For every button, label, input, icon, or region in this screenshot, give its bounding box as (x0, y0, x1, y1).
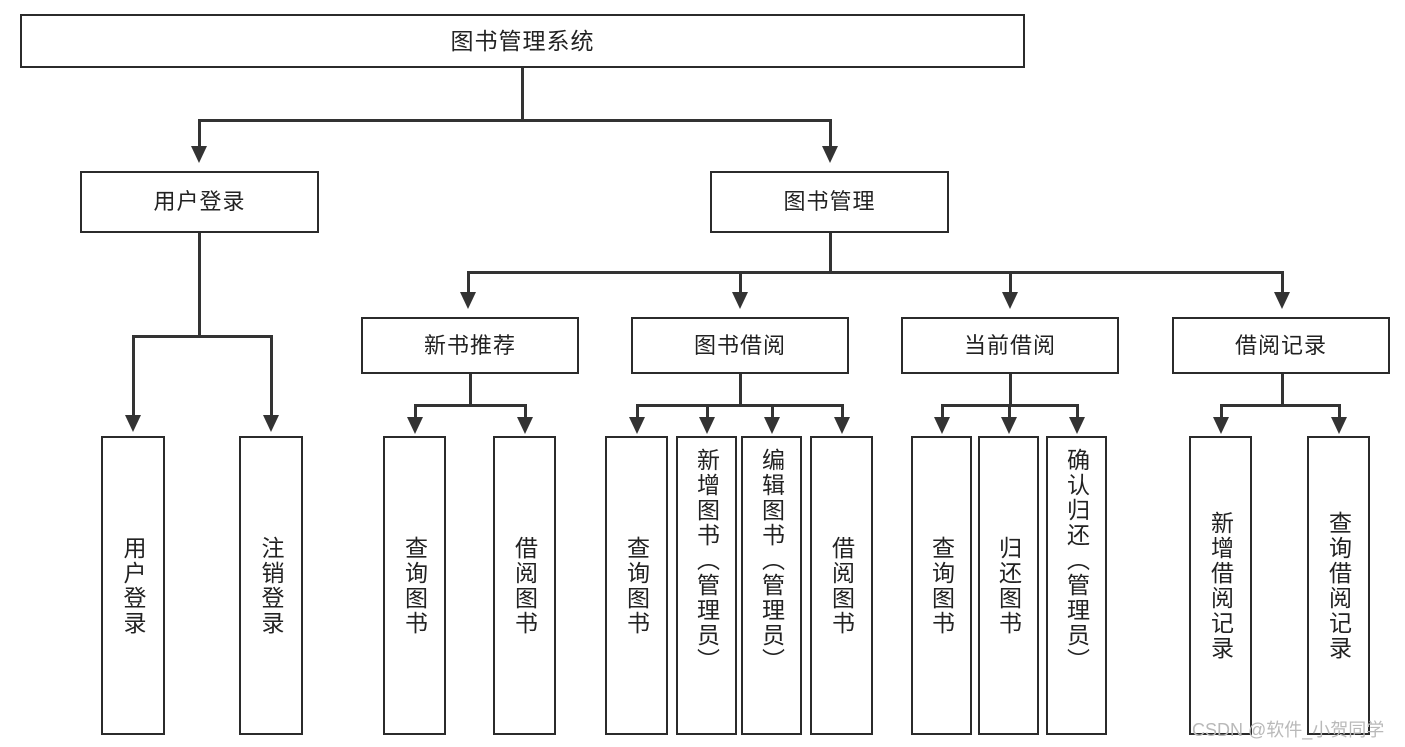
node-current-borrow[interactable]: 当前借阅 (901, 317, 1119, 374)
arrowhead-user-login-leaf-2 (263, 415, 279, 432)
leaf-current-borrow-return-book[interactable]: 归还图书 (978, 436, 1039, 735)
connector-bm-to-new-book (467, 271, 470, 295)
arrowhead-cb-leaf-3 (1069, 417, 1085, 434)
arrowhead-bb-leaf-2 (699, 417, 715, 434)
connector-root-stem (521, 68, 524, 120)
connector-nbr-leaf-1 (414, 404, 417, 420)
node-label: 确认归还（管理员） (1063, 448, 1090, 673)
connector-book-management-stem (829, 233, 832, 273)
arrowhead-bm-current-borrow (1002, 292, 1018, 309)
leaf-current-borrow-confirm-return-admin[interactable]: 确认归还（管理员） (1046, 436, 1107, 735)
node-label: 用户登录 (153, 189, 246, 215)
leaf-book-borrow-add-book-admin[interactable]: 新增图书（管理员） (676, 436, 737, 735)
leaf-user-login-login[interactable]: 用户登录 (101, 436, 165, 735)
node-new-book-recommend[interactable]: 新书推荐 (361, 317, 579, 374)
watermark-text: CSDN @软件_小贺同学 (1192, 720, 1385, 740)
leaf-new-book-borrow-book[interactable]: 借阅图书 (493, 436, 556, 735)
node-label: 借阅记录 (1234, 332, 1327, 358)
node-label: 图书管理 (783, 189, 876, 215)
connector-br-stem (1281, 374, 1284, 406)
node-label: 借阅图书 (511, 535, 538, 636)
arrowhead-bb-leaf-1 (629, 417, 645, 434)
node-label: 查询图书 (623, 535, 650, 636)
arrowhead-bb-leaf-3 (764, 417, 780, 434)
arrowhead-br-leaf-1 (1213, 417, 1229, 434)
connector-root-bus (199, 119, 831, 122)
connector-user-login-stem (198, 233, 201, 336)
arrowhead-cb-leaf-1 (934, 417, 950, 434)
connector-user-login-bus (132, 335, 272, 338)
connector-cb-stem (1009, 374, 1012, 406)
connector-user-login-to-leaf-1 (132, 335, 135, 418)
connector-bb-stem (739, 374, 742, 406)
arrowhead-nbr-leaf-1 (407, 417, 423, 434)
connector-bm-to-borrow-record (1281, 271, 1284, 295)
connector-cb-leaf-2 (1008, 404, 1011, 420)
connector-root-to-book-management (829, 119, 832, 149)
node-label: 当前借阅 (963, 332, 1056, 358)
connector-cb-leaf-3 (1076, 404, 1079, 420)
arrowhead-user-login-leaf-1 (125, 415, 141, 432)
node-label: 新增图书（管理员） (693, 448, 720, 673)
arrowhead-bb-leaf-4 (834, 417, 850, 434)
leaf-book-borrow-borrow-book[interactable]: 借阅图书 (810, 436, 873, 735)
connector-nbr-stem (469, 374, 472, 406)
node-root-book-management-system[interactable]: 图书管理系统 (20, 14, 1025, 68)
arrowhead-bm-borrow-record (1274, 292, 1290, 309)
node-label: 新增借阅记录 (1207, 510, 1234, 661)
arrowhead-bm-new-book (460, 292, 476, 309)
arrowhead-br-leaf-2 (1331, 417, 1347, 434)
connector-bb-leaf-3 (771, 404, 774, 420)
connector-br-leaf-2 (1338, 404, 1341, 420)
leaf-borrow-record-query-record[interactable]: 查询借阅记录 (1307, 436, 1370, 735)
arrowhead-root-to-user-login (191, 146, 207, 163)
leaf-borrow-record-add-record[interactable]: 新增借阅记录 (1189, 436, 1252, 735)
connector-bm-to-book-borrow (739, 271, 742, 295)
arrowhead-cb-leaf-2 (1001, 417, 1017, 434)
node-label: 图书借阅 (693, 332, 786, 358)
arrowhead-nbr-leaf-2 (517, 417, 533, 434)
connector-bm-to-current-borrow (1009, 271, 1012, 295)
node-label: 查询图书 (401, 535, 428, 636)
connector-root-to-user-login (198, 119, 201, 149)
node-label: 图书管理系统 (450, 27, 595, 54)
connector-bb-leaf-2 (706, 404, 709, 420)
leaf-new-book-query-book[interactable]: 查询图书 (383, 436, 446, 735)
node-book-management[interactable]: 图书管理 (710, 171, 949, 233)
leaf-book-borrow-query-book[interactable]: 查询图书 (605, 436, 668, 735)
connector-bb-leaf-4 (841, 404, 844, 420)
node-user-login[interactable]: 用户登录 (80, 171, 319, 233)
node-label: 借阅图书 (828, 535, 855, 636)
node-label: 新书推荐 (423, 332, 516, 358)
connector-book-management-bus (467, 271, 1284, 274)
leaf-book-borrow-edit-book-admin[interactable]: 编辑图书（管理员） (741, 436, 802, 735)
node-borrow-record[interactable]: 借阅记录 (1172, 317, 1390, 374)
arrowhead-bm-book-borrow (732, 292, 748, 309)
connector-br-leaf-1 (1220, 404, 1223, 420)
connector-nbr-leaf-2 (524, 404, 527, 420)
leaf-user-login-logout[interactable]: 注销登录 (239, 436, 303, 735)
leaf-current-borrow-query-book[interactable]: 查询图书 (911, 436, 972, 735)
connector-br-bus (1220, 404, 1340, 407)
connector-bb-leaf-1 (636, 404, 639, 420)
node-label: 编辑图书（管理员） (758, 448, 785, 673)
connector-cb-leaf-1 (941, 404, 944, 420)
connector-nbr-bus (414, 404, 526, 407)
arrowhead-root-to-book-management (822, 146, 838, 163)
node-label: 查询借阅记录 (1325, 510, 1352, 661)
node-label: 查询图书 (928, 535, 955, 636)
connector-bb-bus (636, 404, 844, 407)
node-book-borrow[interactable]: 图书借阅 (631, 317, 849, 374)
node-label: 归还图书 (995, 535, 1022, 636)
node-label: 用户登录 (120, 535, 147, 636)
connector-user-login-to-leaf-2 (270, 335, 273, 418)
node-label: 注销登录 (258, 535, 285, 636)
